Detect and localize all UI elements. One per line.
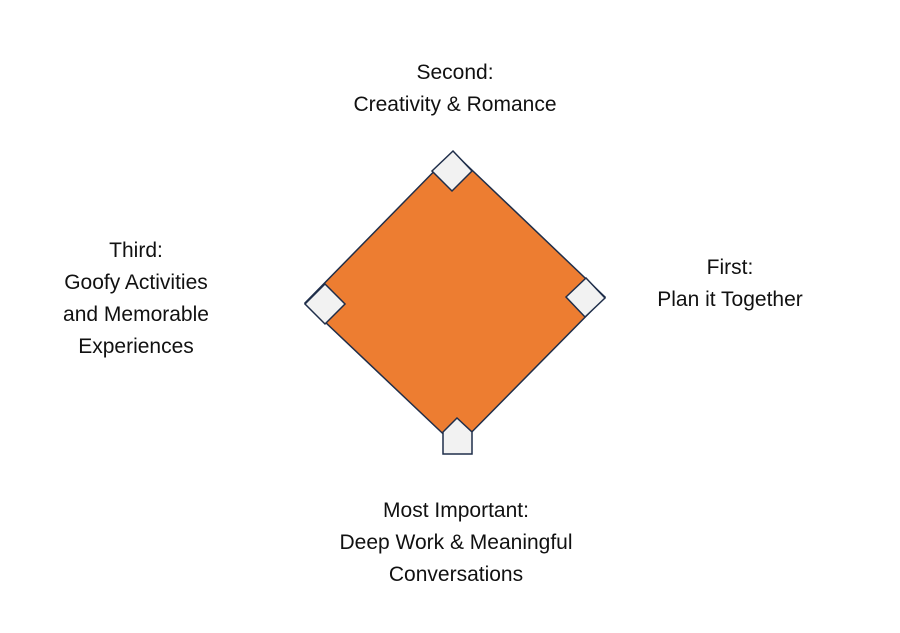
third-base-text-line-2: and Memorable	[63, 303, 209, 326]
infield-diamond	[303, 150, 607, 449]
third-base-text-line-3: Experiences	[78, 335, 194, 358]
second-base	[430, 149, 474, 193]
third-base	[303, 282, 347, 326]
home-plate-label: Most Important: Deep Work & Meaningful C…	[286, 495, 626, 591]
home-plate-title: Most Important:	[383, 499, 529, 522]
home-plate-text-line-2: Conversations	[388, 563, 524, 586]
first-base-label: First: Plan it Together	[610, 252, 850, 316]
second-base-title: Second:	[416, 61, 494, 84]
first-base-text: Plan it Together	[657, 288, 803, 311]
second-base-label: Second: Creativity & Romance	[305, 57, 605, 121]
first-base	[564, 276, 607, 319]
first-base-title: First:	[706, 256, 754, 279]
third-base-label: Third: Goofy Activities and Memorable Ex…	[20, 235, 252, 363]
third-base-title: Third:	[109, 239, 163, 262]
home-plate	[442, 416, 473, 455]
home-plate-text-line-1: Deep Work & Meaningful	[339, 531, 573, 554]
second-base-text: Creativity & Romance	[353, 93, 557, 116]
third-base-text-line-1: Goofy Activities	[64, 271, 208, 294]
